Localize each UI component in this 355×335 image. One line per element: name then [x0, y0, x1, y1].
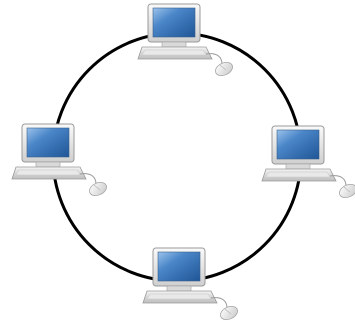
ring-connection: [53, 33, 301, 281]
computer-bottom[interactable]: [143, 248, 240, 322]
computer-right[interactable]: [262, 126, 355, 200]
computer-left[interactable]: [12, 124, 109, 198]
laptop-icon: [143, 248, 240, 322]
laptop-icon: [12, 124, 109, 198]
laptop-icon: [262, 126, 355, 200]
